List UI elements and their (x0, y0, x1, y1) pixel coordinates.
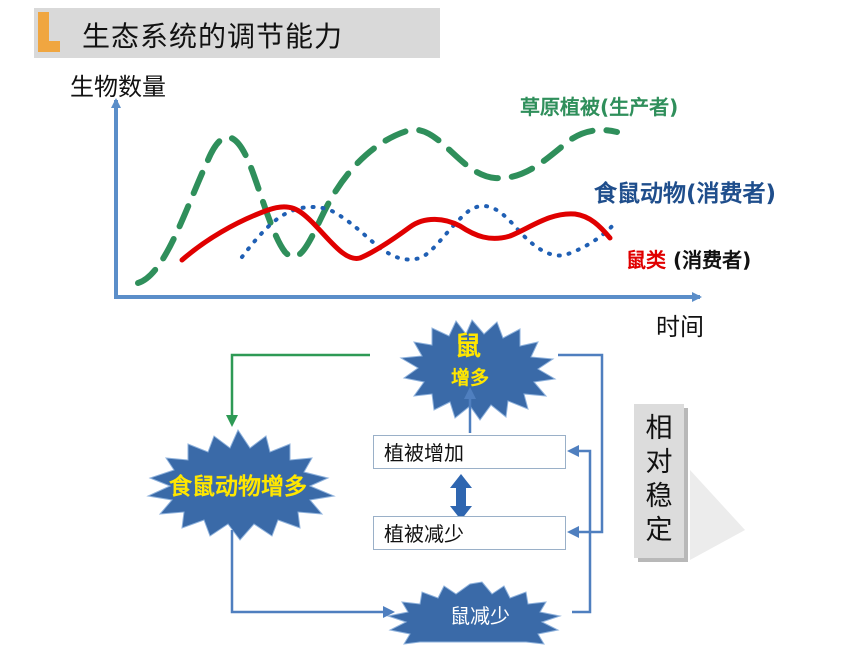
veg-increase-box: 植被增加 (373, 435, 566, 469)
title-bar: 生态系统的调节能力 (34, 8, 440, 58)
rat-increase-burst (399, 319, 557, 421)
title-corner-icon (34, 12, 60, 52)
predator-increase-label: 食鼠动物增多 (169, 474, 307, 500)
rat-label: 鼠 (454, 332, 481, 362)
y-axis-label: 生物数量 (70, 73, 166, 101)
stable-label: 相对稳定 (645, 413, 673, 546)
arrow-predator-to-rat-decrease (230, 530, 395, 618)
predator-increase-burst (146, 428, 336, 541)
page-title: 生态系统的调节能力 (82, 20, 344, 53)
chart-axes (111, 98, 702, 302)
legend-rats: 鼠类 (消费者) (626, 244, 751, 273)
arrow-rat-to-predator (226, 353, 370, 427)
stable-box: 相对稳定 (634, 404, 684, 558)
legend-rats-name: 鼠类 (626, 248, 666, 272)
legend-plants: 草原植被(生产者) (520, 95, 679, 119)
rat-decrease-burst (386, 581, 562, 645)
veg-double-arrow (450, 474, 472, 520)
rat-decrease-label: 鼠减少 (450, 604, 510, 628)
predators-curve (240, 203, 618, 262)
rat-increase-label: 增多 (450, 367, 489, 389)
arrow-rat-increase-to-veg-decrease (558, 353, 604, 538)
rats-curve (179, 204, 613, 263)
x-axis-label: 时间 (656, 313, 704, 341)
veg-decrease-box: 植被减少 (373, 516, 566, 550)
legend-rats-suffix: (消费者) (672, 248, 752, 272)
legend-predators: 食鼠动物(消费者) (594, 181, 777, 207)
plants-curve (135, 126, 620, 286)
stable-box-shadow (690, 470, 745, 560)
